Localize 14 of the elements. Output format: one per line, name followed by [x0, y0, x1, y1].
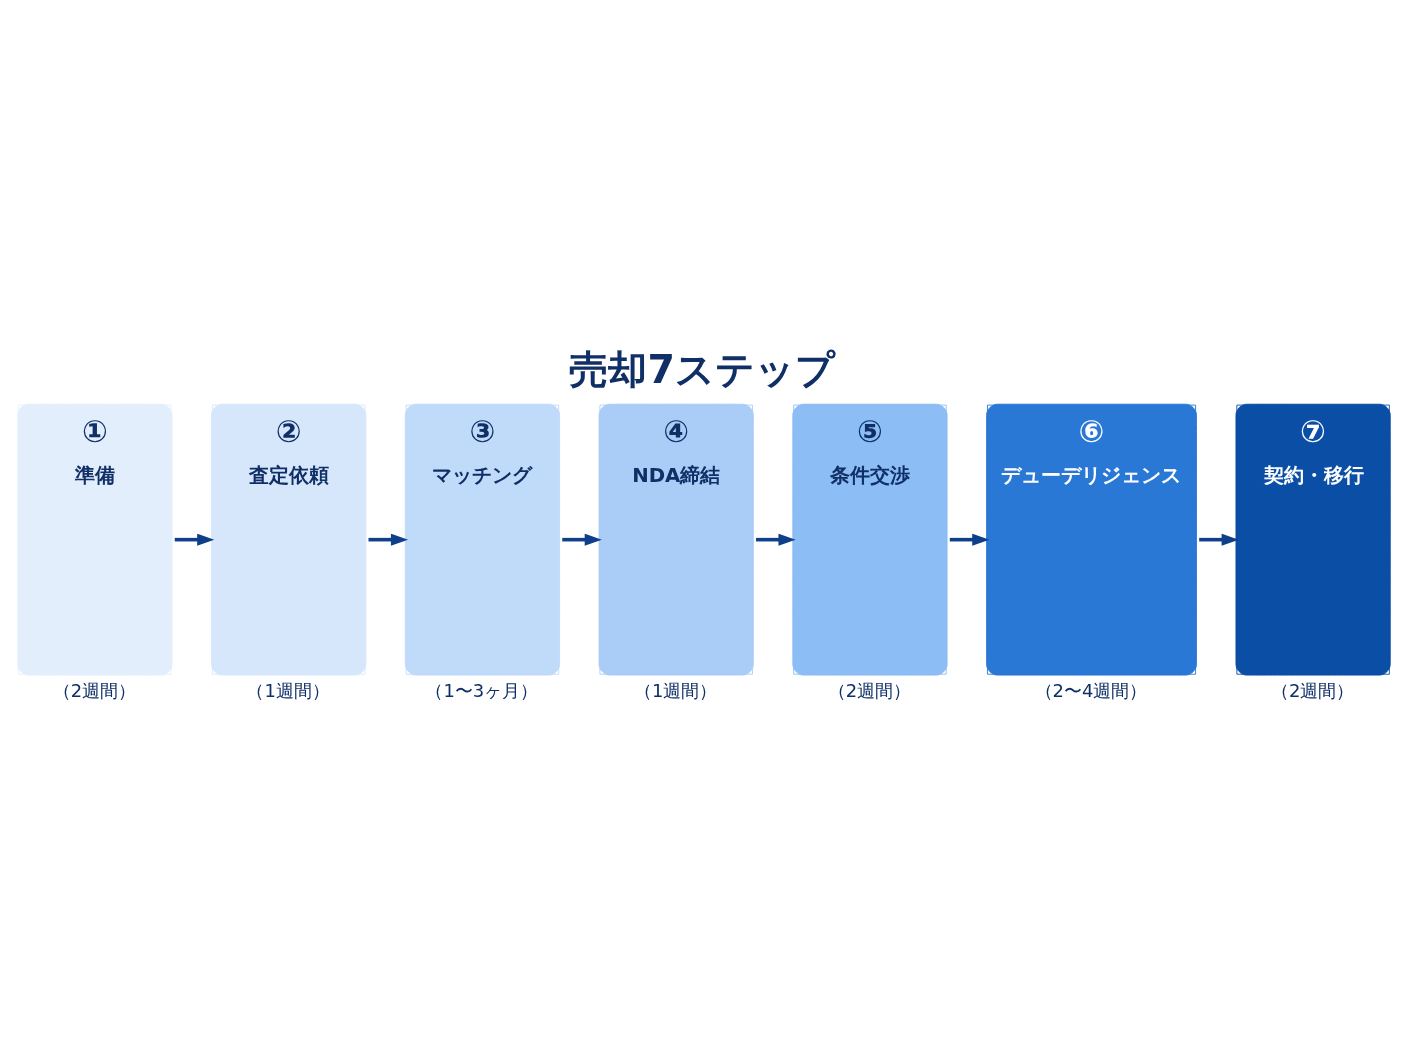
node-label: （2週間）: [52, 679, 137, 701]
node-label: （2〜4週間）: [1034, 679, 1148, 701]
node-label: （1週間）: [634, 679, 718, 701]
arrow: [756, 533, 796, 546]
node-label: （1週間）: [246, 679, 330, 701]
node-label: （1〜3ヶ月）: [425, 679, 539, 701]
arrow: [174, 533, 215, 546]
diagram-title: 売却7ステップ: [569, 345, 835, 392]
arrow: [562, 533, 602, 546]
arrow: [949, 533, 990, 546]
node-label: （2週間）: [1270, 679, 1355, 701]
node-label: （2週間）: [827, 679, 912, 701]
arrow: [1199, 533, 1239, 546]
arrow: [368, 533, 409, 546]
